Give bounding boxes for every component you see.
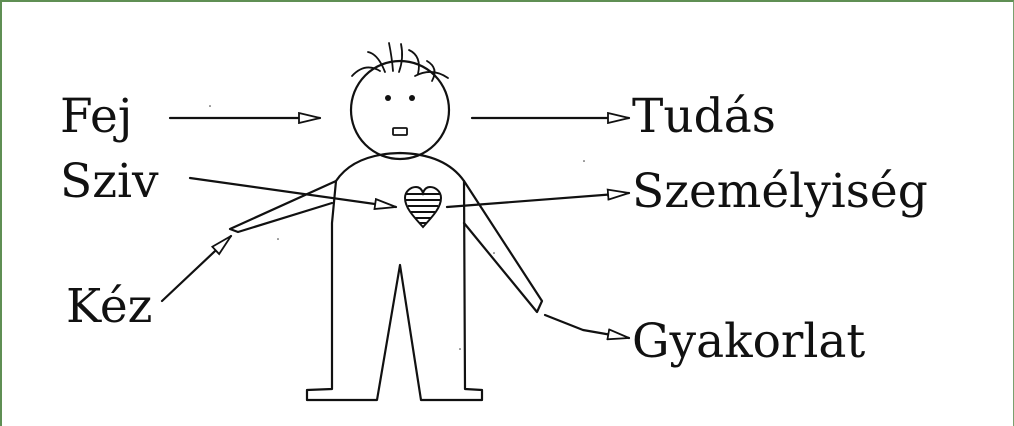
label-knowledge: Tudás bbox=[632, 89, 776, 144]
striped-heart-icon bbox=[405, 185, 441, 227]
label-head: Fej bbox=[60, 89, 132, 144]
label-personality: Személyiség bbox=[632, 164, 928, 219]
scan-specks bbox=[209, 105, 585, 350]
label-practice: Gyakorlat bbox=[632, 314, 865, 369]
body-outline bbox=[307, 153, 482, 400]
head-circle bbox=[351, 61, 449, 159]
left-arm bbox=[230, 181, 336, 232]
arrow-heart-to-chest bbox=[190, 178, 396, 207]
mouth bbox=[393, 128, 407, 135]
head-group bbox=[351, 61, 449, 159]
left-eye bbox=[385, 95, 391, 101]
arrow-hand-label-to-hand bbox=[162, 236, 231, 301]
label-hand: Kéz bbox=[66, 279, 152, 334]
arrow-to-practice bbox=[545, 315, 629, 338]
label-heart: Sziv bbox=[60, 154, 159, 209]
right-eye bbox=[409, 95, 415, 101]
